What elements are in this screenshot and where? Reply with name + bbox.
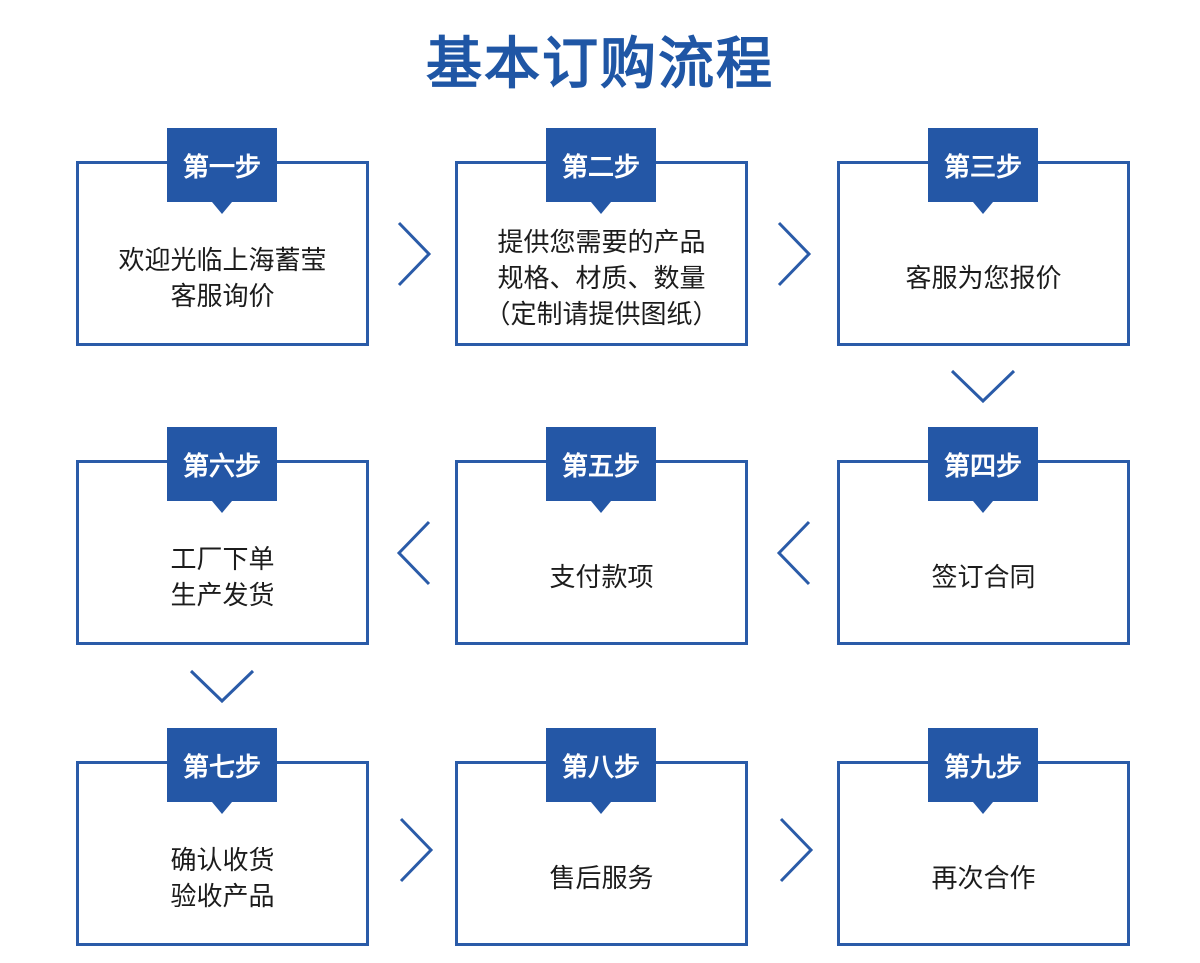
step-text-line: 再次合作 <box>931 863 1036 894</box>
step-box-3: 第三步 客服为您报价 <box>837 128 1130 346</box>
step-description: 再次合作 <box>840 814 1127 943</box>
step-label: 第五步 <box>561 451 640 482</box>
step-text-line: 签订合同 <box>931 562 1036 593</box>
step-label: 第八步 <box>561 752 640 783</box>
step-text-line: 验收产品 <box>170 881 275 912</box>
step-tab-3: 第三步 <box>928 128 1038 214</box>
chevron-down-icon <box>189 669 255 704</box>
step-tab-4: 第四步 <box>928 427 1038 513</box>
step-description: 欢迎光临上海蓄莹 客服询价 <box>79 214 366 343</box>
step-text-line: 工厂下单 <box>170 544 275 575</box>
step-tab-5: 第五步 <box>546 427 656 513</box>
step-tab-9: 第九步 <box>928 728 1038 814</box>
step-tab-7: 第七步 <box>167 728 277 814</box>
step-label: 第六步 <box>182 451 261 482</box>
step-box-9: 第九步 再次合作 <box>837 728 1130 946</box>
step-text-line: 确认收货 <box>170 845 275 876</box>
step-box-1: 第一步 欢迎光临上海蓄莹 客服询价 <box>76 128 369 346</box>
chevron-right-icon <box>397 221 432 287</box>
step-label: 第一步 <box>182 152 261 183</box>
step-tab-6: 第六步 <box>167 427 277 513</box>
step-box-7: 第七步 确认收货 验收产品 <box>76 728 369 946</box>
step-text-line: （定制请提供图纸） <box>484 299 719 330</box>
chevron-down-icon <box>950 369 1016 404</box>
step-tab-2: 第二步 <box>546 128 656 214</box>
step-text-line: 客服询价 <box>170 281 275 312</box>
step-description: 客服为您报价 <box>840 214 1127 343</box>
step-text-line: 规格、材质、数量 <box>497 263 706 294</box>
step-box-2: 第二步 提供您需要的产品 规格、材质、数量 （定制请提供图纸） <box>455 128 748 346</box>
step-label: 第三步 <box>943 152 1022 183</box>
step-label: 第七步 <box>182 752 261 783</box>
chevron-left-icon <box>776 520 811 586</box>
chevron-right-icon <box>399 817 434 883</box>
step-text-line: 售后服务 <box>549 863 654 894</box>
page-title: 基本订购流程 <box>426 32 774 97</box>
step-text-line: 欢迎光临上海蓄莹 <box>118 245 327 276</box>
step-tab-8: 第八步 <box>546 728 656 814</box>
step-description: 支付款项 <box>458 513 745 642</box>
step-text-line: 提供您需要的产品 <box>497 227 706 258</box>
step-description: 确认收货 验收产品 <box>79 814 366 943</box>
step-box-6: 第六步 工厂下单 生产发货 <box>76 427 369 645</box>
step-text-line: 支付款项 <box>549 562 654 593</box>
step-tab-1: 第一步 <box>167 128 277 214</box>
step-box-5: 第五步 支付款项 <box>455 427 748 645</box>
step-description: 签订合同 <box>840 513 1127 642</box>
step-box-8: 第八步 售后服务 <box>455 728 748 946</box>
step-description: 工厂下单 生产发货 <box>79 513 366 642</box>
step-label: 第二步 <box>561 152 640 183</box>
step-description: 售后服务 <box>458 814 745 943</box>
step-label: 第九步 <box>943 752 1022 783</box>
step-text-line: 生产发货 <box>170 580 275 611</box>
chevron-right-icon <box>777 221 812 287</box>
chevron-left-icon <box>396 520 431 586</box>
chevron-right-icon <box>779 817 814 883</box>
step-description: 提供您需要的产品 规格、材质、数量 （定制请提供图纸） <box>458 214 745 343</box>
step-text-line: 客服为您报价 <box>905 263 1062 294</box>
step-box-4: 第四步 签订合同 <box>837 427 1130 645</box>
step-label: 第四步 <box>943 451 1022 482</box>
